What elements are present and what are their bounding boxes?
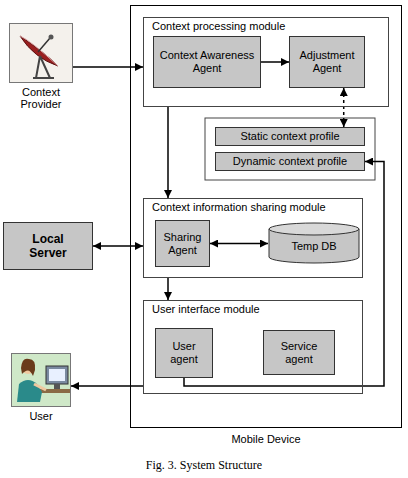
profile-box: Dynamic context profile xyxy=(215,152,365,171)
module-box: Context processing moduleContext Awarene… xyxy=(143,17,389,107)
node-label: Temp DB xyxy=(291,240,336,252)
node-heading: Context information sharing module xyxy=(152,201,326,213)
arrow-connector xyxy=(184,162,384,387)
database-cylinder: Temp DB xyxy=(268,222,360,264)
provider-picture: Context Provider xyxy=(9,23,73,83)
node-label: Adjustment Agent xyxy=(294,49,360,74)
user-picture xyxy=(11,353,71,407)
node-label: User agent xyxy=(160,340,208,365)
arm xyxy=(34,384,46,390)
monitor-screen xyxy=(49,369,65,381)
monitor-stand xyxy=(54,384,60,389)
feed-arm xyxy=(38,38,50,52)
feed-horn xyxy=(49,35,54,40)
node-heading: User xyxy=(0,410,84,422)
satellite-dish-picture xyxy=(9,23,73,83)
module-box: User interface moduleUser agent Service a… xyxy=(143,300,363,394)
picture-ground xyxy=(11,353,71,407)
dashed-connector xyxy=(343,88,345,127)
node-heading: User interface module xyxy=(152,303,260,315)
node-label: Sharing Agent xyxy=(160,231,205,256)
agent-box: Sharing Agent xyxy=(155,220,210,267)
node-heading: Mobile Device xyxy=(131,433,401,445)
agent-box: User agent xyxy=(155,328,213,378)
profile-box: Static context profile xyxy=(215,127,365,146)
figure-caption: Fig. 3. System Structure xyxy=(0,458,408,473)
agent-box: Adjustment Agent xyxy=(289,36,365,88)
arrow-connector xyxy=(71,385,143,387)
body xyxy=(17,380,42,402)
node-label: Dynamic context profile xyxy=(233,155,347,168)
arrow-connector xyxy=(167,107,169,198)
node-label: Context Awareness Agent xyxy=(158,49,256,74)
server-box: Local Server xyxy=(3,222,93,270)
agent-box: Context Awareness Agent xyxy=(153,36,261,88)
node-label: Service agent xyxy=(268,340,330,365)
arrow-connector xyxy=(261,61,289,63)
arrow-connector xyxy=(210,243,268,245)
agent-box: Service agent xyxy=(263,330,335,375)
node-heading: Context Provider xyxy=(0,86,86,110)
arrow-connector xyxy=(93,245,143,247)
cylinder-top xyxy=(269,223,359,235)
arrow-connector xyxy=(167,278,169,300)
dish-stand xyxy=(33,56,54,78)
user-picture-frame: User xyxy=(11,353,71,407)
picture-ground xyxy=(9,23,73,83)
hair xyxy=(21,359,35,376)
node-label: Static context profile xyxy=(240,130,339,143)
device-frame: Mobile DeviceContext processing moduleCo… xyxy=(130,5,402,428)
node-label: Local Server xyxy=(22,232,74,261)
node-heading: Context processing module xyxy=(152,20,285,32)
profile-group-frame xyxy=(205,118,375,180)
monitor xyxy=(46,366,68,384)
module-box: Context information sharing moduleSharin… xyxy=(143,198,363,278)
arrow-connector xyxy=(73,66,143,68)
